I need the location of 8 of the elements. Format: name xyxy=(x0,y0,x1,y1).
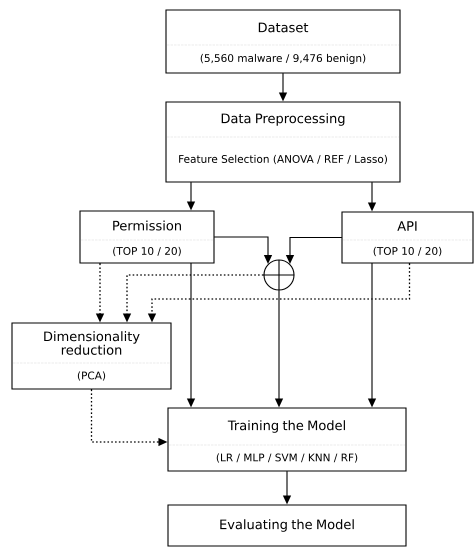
process-box: Permission (TOP 10 / 20) xyxy=(79,210,215,264)
process-box: Data Preprocessing Feature Selection (ANOVA / REF / Lasso) xyxy=(165,101,401,183)
sum-circle xyxy=(262,258,296,292)
process-box: Evaluating the Model xyxy=(167,504,407,547)
process-box: Training the Model (LR / MLP / SVM / KNN / RF) xyxy=(167,407,407,472)
process-box: Dimensionality reduction (PCA) xyxy=(11,322,172,390)
process-box: Dataset (5,560 malware / 9,476 benign) xyxy=(165,9,401,74)
process-box: API (TOP 10 / 20) xyxy=(341,211,474,264)
